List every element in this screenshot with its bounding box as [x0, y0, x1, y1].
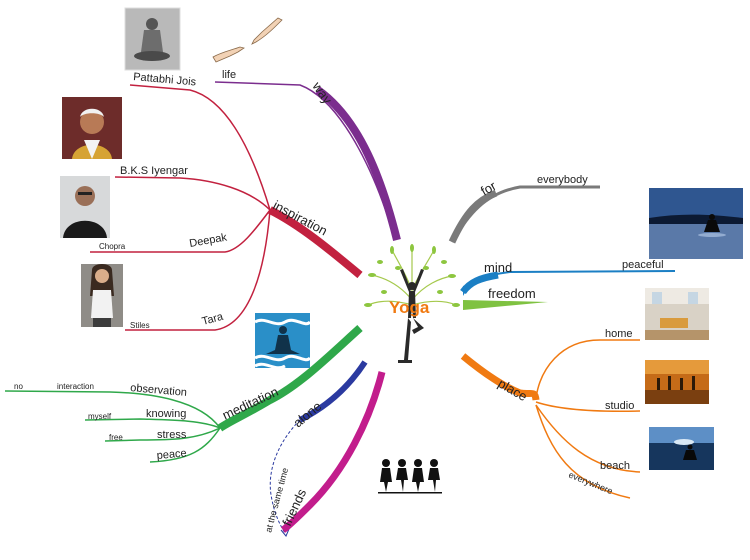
- place-label: place: [496, 376, 530, 405]
- life-label: life: [222, 69, 236, 81]
- branch-friends[interactable]: friends: [279, 371, 386, 533]
- node-life[interactable]: life: [222, 69, 236, 81]
- beach-sunset-photo: [649, 427, 714, 470]
- center-node[interactable]: Yoga: [364, 244, 460, 363]
- tara-label: Tara: [201, 311, 226, 328]
- node-tara[interactable]: Tara: [201, 311, 226, 328]
- peaceful-label: peaceful: [622, 259, 664, 271]
- tara-stiles-photo: [81, 264, 123, 327]
- node-bks-iyengar[interactable]: B.K.S Iyengar: [120, 165, 188, 177]
- creation-of-adam-hands: [212, 17, 283, 63]
- meditation-waves-icon: [254, 313, 312, 370]
- node-everybody[interactable]: everybody: [537, 174, 588, 186]
- node-pattabhi-jois[interactable]: Pattabhi Jois: [133, 71, 197, 88]
- node-chopra[interactable]: Chopra: [99, 242, 126, 251]
- friends-silhouette-icon: [378, 459, 442, 494]
- node-interaction[interactable]: interaction: [57, 382, 94, 391]
- home-room-photo: [645, 288, 709, 340]
- stress-label: stress: [157, 429, 187, 441]
- branch-for[interactable]: for: [448, 178, 600, 244]
- everywhere-label: everywhere: [567, 470, 614, 497]
- pattabhi-jois-photo: [124, 7, 181, 71]
- studio-label: studio: [605, 400, 634, 412]
- node-everywhere[interactable]: everywhere: [567, 470, 614, 497]
- node-stress[interactable]: stress: [157, 429, 187, 441]
- deepak-chopra-photo: [60, 176, 110, 238]
- branch-inspiration[interactable]: inspiration: [90, 84, 363, 331]
- yoga-studio-photo: [645, 360, 709, 404]
- node-peaceful[interactable]: peaceful: [622, 259, 664, 271]
- home-label: home: [605, 328, 633, 340]
- node-no[interactable]: no: [14, 382, 23, 391]
- mind-label: mind: [484, 260, 512, 275]
- for-label: for: [478, 178, 499, 199]
- node-studio[interactable]: studio: [605, 400, 634, 412]
- free-label: free: [109, 433, 123, 442]
- no-label: no: [14, 382, 23, 391]
- branch-place[interactable]: place: [460, 339, 641, 499]
- node-myself[interactable]: myself: [88, 412, 112, 421]
- iyengar-photo: [62, 97, 122, 159]
- peace-label: peace: [156, 447, 187, 462]
- lake-meditation-photo: [649, 188, 743, 259]
- deepak-label: Deepak: [188, 231, 228, 249]
- node-beach[interactable]: beach: [600, 460, 630, 472]
- observation-label: observation: [130, 382, 188, 399]
- node-peace[interactable]: peace: [156, 447, 187, 462]
- node-free[interactable]: free: [109, 433, 123, 442]
- node-observation[interactable]: observation: [130, 382, 188, 399]
- interaction-label: interaction: [57, 382, 94, 391]
- branch-freedom[interactable]: freedom: [463, 286, 548, 310]
- node-knowing[interactable]: knowing: [146, 408, 186, 420]
- everybody-label: everybody: [537, 174, 588, 186]
- knowing-label: knowing: [146, 408, 186, 420]
- freedom-label: freedom: [488, 286, 536, 301]
- bks-iyengar-label: B.K.S Iyengar: [120, 165, 188, 177]
- pattabhi-jois-label: Pattabhi Jois: [133, 71, 197, 88]
- chopra-label: Chopra: [99, 242, 126, 251]
- node-deepak[interactable]: Deepak: [188, 231, 228, 249]
- yoga-tree-icon: [364, 244, 460, 363]
- myself-label: myself: [88, 412, 112, 421]
- stiles-label: Stiles: [130, 321, 150, 330]
- node-home[interactable]: home: [605, 328, 633, 340]
- beach-label: beach: [600, 460, 630, 472]
- branch-mind[interactable]: mind: [460, 260, 676, 296]
- node-stiles[interactable]: Stiles: [130, 321, 150, 330]
- center-title: Yoga: [389, 298, 430, 317]
- alone-label: alone: [290, 398, 324, 430]
